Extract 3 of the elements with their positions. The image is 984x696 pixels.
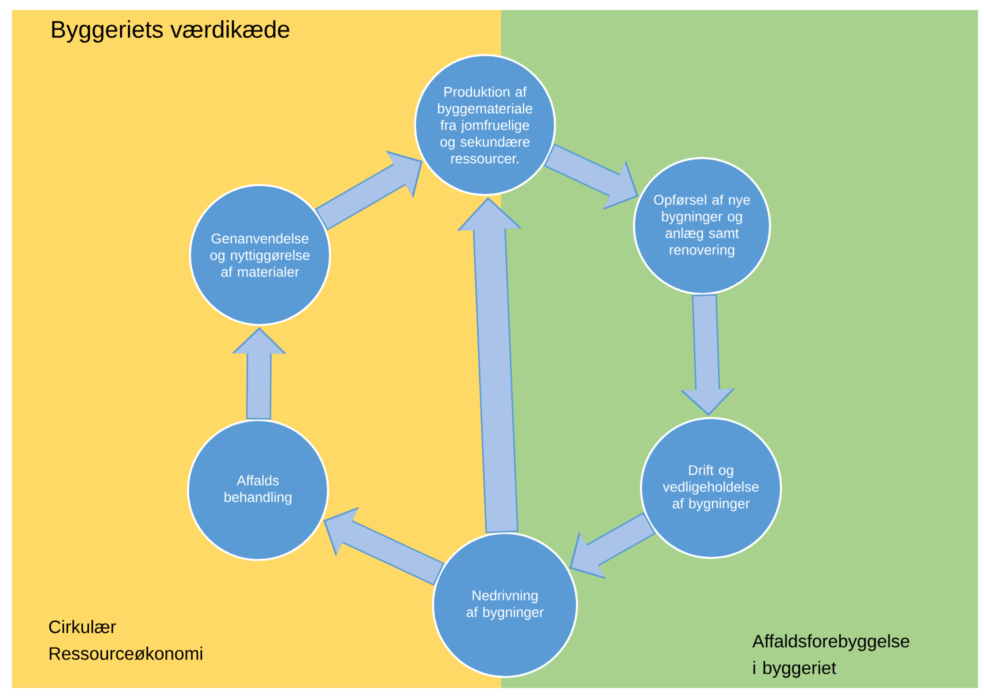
title: Byggeriets værdikæde	[52, 20, 290, 43]
area-label: Cirkulær Ressourceøkonomi	[49, 620, 202, 660]
area-label: Affaldsforebyggelse i byggeriet	[752, 634, 910, 678]
